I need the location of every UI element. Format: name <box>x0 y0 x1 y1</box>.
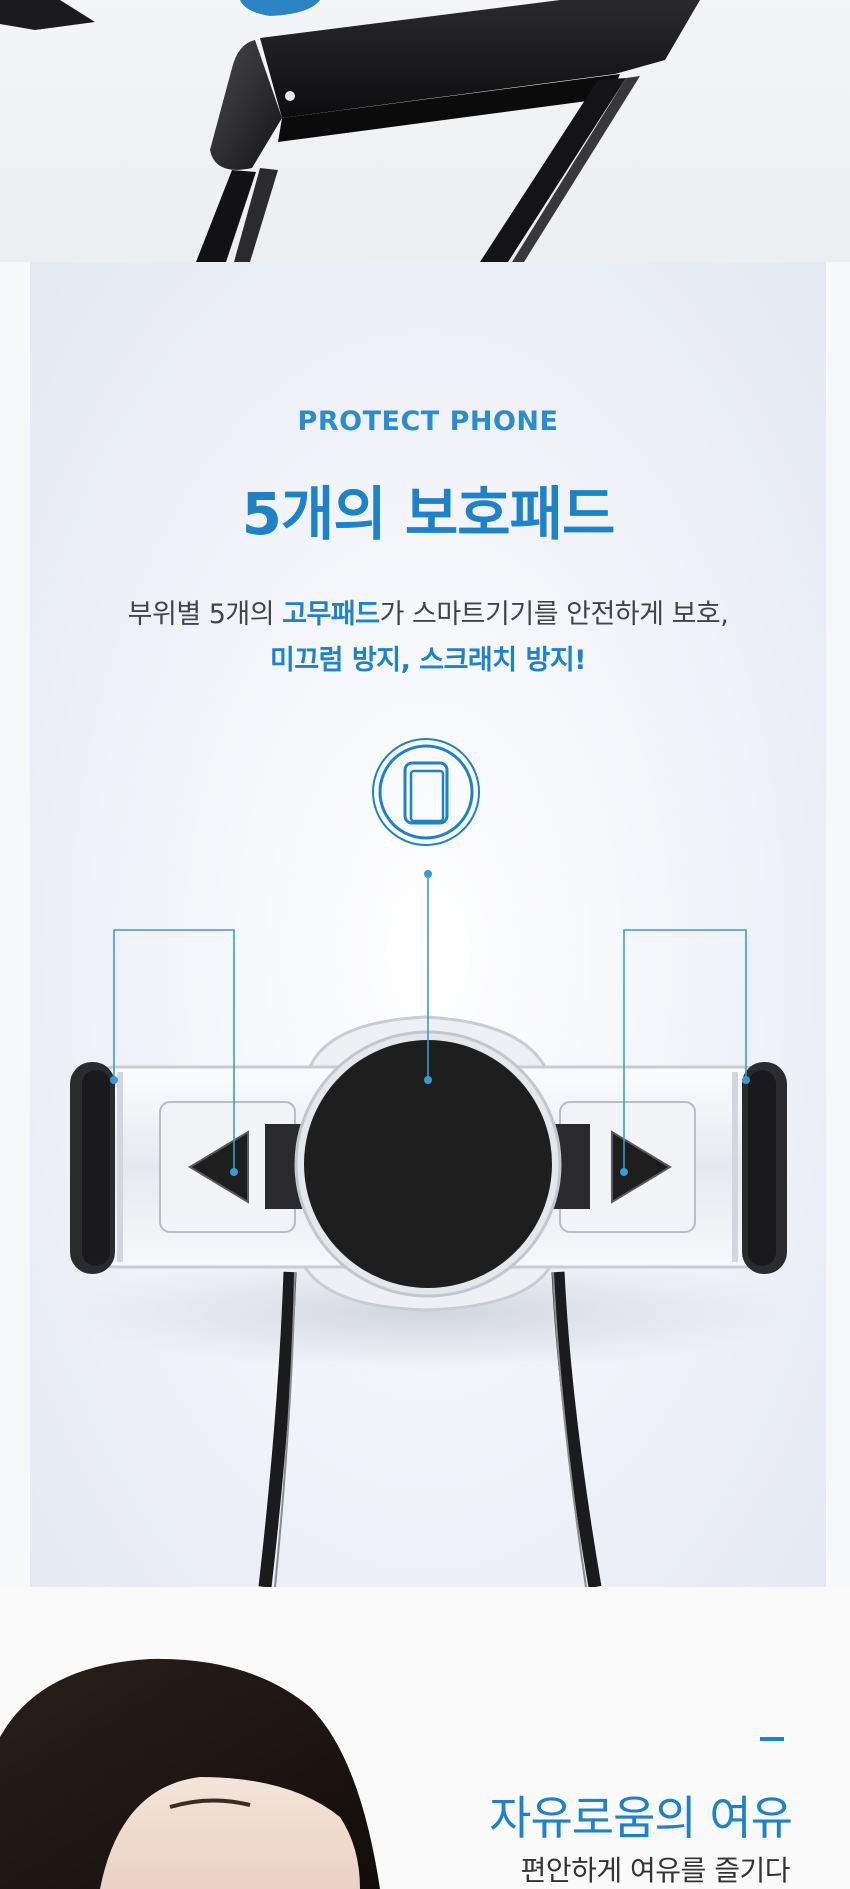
freedom-section: 자유로움의 여유 편안하게 여유를 즐기다 <box>0 1587 850 1889</box>
accent-dash <box>760 1737 784 1741</box>
section-title: 5개의 보호패드 <box>241 480 616 548</box>
phone-holder-arm-illustration <box>0 0 700 262</box>
leader-lines <box>113 874 747 1172</box>
phone-clamp-illustration <box>70 870 790 1587</box>
pad-marker-dot <box>110 1076 118 1084</box>
section-description: 부위별 5개의 고무패드가 스마트기기를 안전하게 보호, <box>30 592 826 631</box>
top-product-photo <box>0 0 850 262</box>
protect-phone-section: PROTECT PHONE 5개의 보호패드 부위별 5개의 고무패드가 스마트… <box>30 262 826 1587</box>
pad-marker-dot <box>620 1168 628 1176</box>
phone-icon <box>372 738 480 846</box>
pad-marker-dot <box>742 1076 750 1084</box>
pad-marker-dot <box>424 870 432 878</box>
freedom-title: 자유로움의 여유 <box>489 1791 793 1845</box>
pad-marker-dot <box>230 1168 238 1176</box>
pad-marker-dot <box>424 1076 432 1084</box>
section-eyebrow: PROTECT PHONE <box>297 406 559 437</box>
woman-photo <box>0 1658 380 1889</box>
desc-highlight: 고무패드 <box>282 599 380 630</box>
freedom-subtitle: 편안하게 여유를 즐기다 <box>520 1854 791 1887</box>
desc-text-before: 부위별 5개의 <box>127 599 283 630</box>
section-description-emphasis: 미끄럼 방지, 스크래치 방지! <box>269 645 587 676</box>
desc-text-after: 가 스마트기기를 안전하게 보호, <box>379 599 729 630</box>
